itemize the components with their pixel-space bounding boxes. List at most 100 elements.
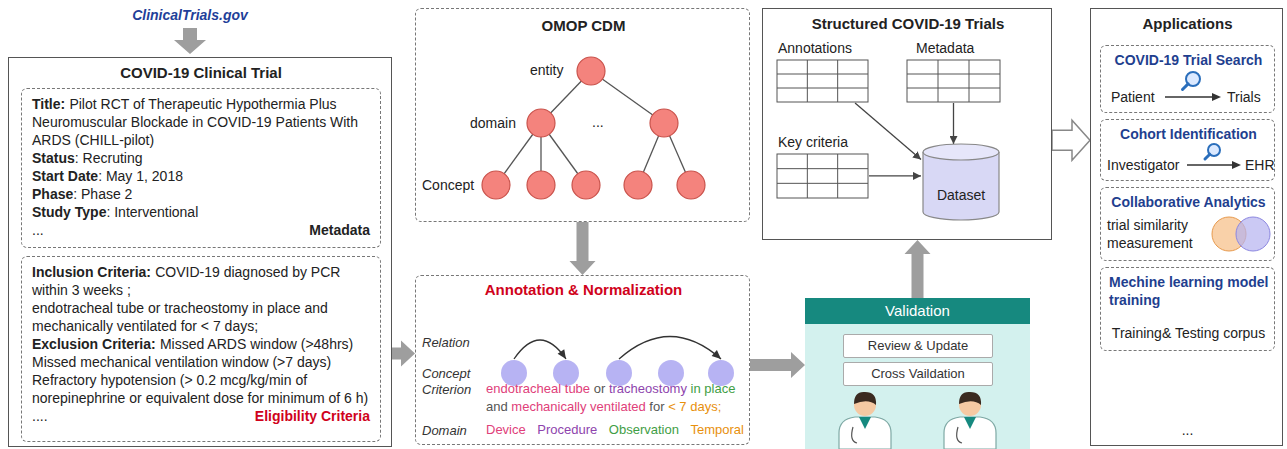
tree-circle [624, 171, 652, 199]
node-text: Exclusion Criteria: [32, 336, 156, 352]
flow-arrow [1165, 96, 1213, 97]
node-text: endotracheal tube [486, 381, 590, 396]
node-text: Observation [609, 421, 679, 439]
node-text: Metadata [309, 221, 370, 239]
node-heading: Inclusion Criteria: [32, 264, 151, 280]
text-line: trial similarity measurement [1107, 216, 1207, 252]
block-arrow [570, 222, 596, 275]
doctor-icon [944, 392, 996, 449]
text-group: Annotations [778, 39, 852, 57]
node-heading: Applications [1142, 15, 1232, 32]
text-group: ... [592, 113, 604, 131]
node-heading: Mechine learning model training [1109, 274, 1268, 308]
arrow-head [712, 350, 721, 359]
node-text: Criterion [422, 382, 471, 397]
node-text: Domain [422, 423, 467, 438]
node-heading: Structured COVID-19 Trials [812, 15, 1005, 32]
tree-circle [572, 171, 600, 199]
text-line: Relation [422, 333, 470, 352]
text-line: ...Metadata [32, 221, 370, 239]
tree-circle [527, 109, 555, 137]
node-text: Study Type [32, 204, 106, 220]
relation-arc [619, 337, 721, 360]
text-group: Domain [422, 421, 467, 440]
text-group: OMOP CDM [416, 17, 751, 35]
text-group: trial similarity measurement [1107, 216, 1207, 252]
application-box: Cohort IdentificationInvestigator EHR [1100, 119, 1275, 181]
text-line: Collaborative Analytics [1101, 193, 1276, 211]
annotation-box: Annotation & NormalizationRelationConcep… [415, 275, 750, 445]
text-line: endotracheal tube or tracheostomy in pla… [32, 299, 370, 335]
tree-circle [527, 171, 555, 199]
node-text: or [594, 381, 606, 396]
node-text: Relation [422, 335, 470, 350]
tree-circle [577, 57, 605, 85]
node-heading: Validation [885, 302, 950, 319]
node-heading: Dataset [937, 187, 985, 203]
text-line: Start Date: May 1, 2018 [32, 167, 370, 185]
text-line: Mechine learning model training [1109, 273, 1269, 309]
node-heading: Annotations [778, 40, 852, 56]
text-group: EHR [1245, 156, 1275, 174]
node-text: mechanically ventilated [511, 399, 645, 414]
tree-circle [482, 171, 510, 199]
table-grid [777, 60, 868, 102]
text-group: entity [530, 61, 563, 79]
text-line: Metadata [916, 39, 974, 57]
node-text: ... [592, 114, 604, 130]
text-line: Trials [1227, 88, 1261, 106]
relation-arc [514, 340, 566, 359]
application-box: COVID-19 Trial SearchPatientTrials [1100, 45, 1275, 113]
text-line: Investigator [1107, 156, 1179, 174]
text-line: Annotations [778, 39, 852, 57]
node-illustration [416, 276, 749, 444]
text-line: Cross Vaildation [844, 365, 992, 383]
text-line: Training& Testing corpus [1101, 324, 1276, 342]
node-text: tracheostomy [609, 381, 687, 396]
arrow-head [1212, 93, 1221, 101]
node-text: Patient [1111, 89, 1155, 105]
text-line: Concept [422, 176, 474, 194]
node-text: Missed ARDS window (>48hrs) [160, 336, 353, 352]
text-group: Inclusion Criteria:COVID-19 diagnosed by… [22, 257, 380, 431]
text-group: Review & Update [844, 337, 992, 355]
text-line: ... [1091, 421, 1284, 439]
text-line: Patient [1111, 88, 1155, 106]
node-text: endotracheal tube or tracheostomy in pla… [32, 300, 328, 334]
application-box: Mechine learning model trainingTraining&… [1100, 267, 1275, 351]
table-grid [777, 154, 868, 198]
node-text: Training& Testing corpus [1112, 325, 1265, 341]
text-group: Criterion [422, 380, 471, 399]
node-text: trial similarity measurement [1107, 217, 1193, 251]
flow-arrow [1187, 164, 1233, 165]
node-text: Temporal [691, 421, 744, 439]
node-heading: Metadata [916, 40, 974, 56]
node-text: Refractory hypotension (> 0.2 mcg/kg/min… [32, 372, 368, 406]
text-line: OMOP CDM [416, 17, 751, 35]
node-text: Missed mechanical ventilation window (>7… [32, 354, 331, 370]
data-table: Key criteria [776, 133, 869, 199]
node-text: Start Date [32, 168, 98, 184]
node-heading: Key criteria [778, 134, 848, 150]
text-line: Status: Recruting [32, 149, 370, 167]
source-label: ClinicalTrials.gov [120, 6, 260, 24]
text-line: Phase: Phase 2 [32, 185, 370, 203]
text-line: Dataset [921, 186, 1001, 204]
action-button: Review & Update [843, 334, 993, 358]
text-line: Study Type: Interventional [32, 203, 370, 221]
table-grid [907, 60, 1000, 102]
node-text: and [486, 399, 508, 414]
node-heading: Title: [32, 96, 65, 112]
node-text: : Recruting [75, 150, 143, 166]
structured-panel: Structured COVID-19 TrialsAnnotations Met… [762, 8, 1052, 240]
text-line: ....Eligibility Criteria [32, 407, 370, 425]
arrow-line [869, 175, 921, 176]
node-text: : May 1, 2018 [98, 168, 183, 184]
text-group: Collaborative Analytics [1101, 193, 1276, 211]
text-line: EHR [1245, 156, 1275, 174]
text-line: domain [470, 114, 516, 132]
text-line: endotracheal tubeortracheostomyin place [486, 380, 748, 398]
text-line: Cohort Identification [1101, 125, 1276, 143]
validation-box: ValidationReview & UpdateCross Vaildatio… [805, 298, 1030, 449]
node-heading: COVID-19 Clinical Trial [120, 64, 282, 81]
